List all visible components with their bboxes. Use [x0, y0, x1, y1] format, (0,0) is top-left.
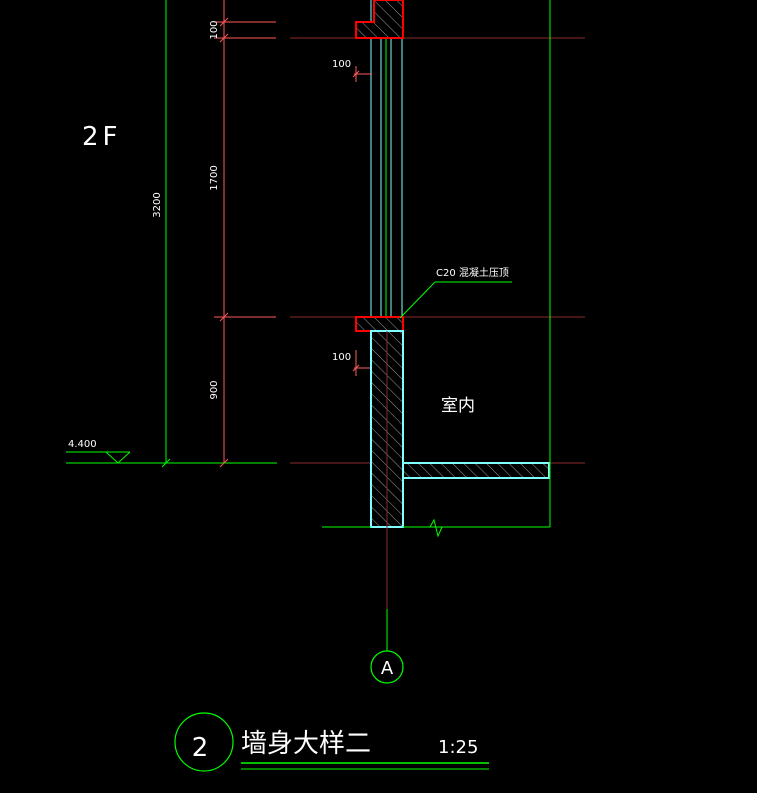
dimension-chain: 100 1700 900	[209, 0, 276, 468]
title-block: 2 墙身大样二 1:25	[174, 712, 489, 772]
floor-label: 2F	[82, 122, 122, 152]
top-concrete-lintel	[355, 0, 404, 39]
offset-upper-label: 100	[332, 59, 351, 70]
dim-100-top-label: 100	[209, 20, 220, 39]
dimension-total: 3200	[152, 0, 171, 468]
reference-lines	[290, 37, 585, 464]
axis-label: A	[381, 658, 394, 679]
offset-dims: 100 100	[332, 59, 372, 376]
axis-marker: A	[370, 331, 404, 684]
title-number: 2	[192, 733, 209, 763]
break-line	[429, 518, 443, 538]
title-scale: 1:25	[438, 737, 478, 758]
floor-slab	[402, 462, 550, 479]
elevation-marker: 4.400	[66, 439, 131, 464]
dim-900-label: 900	[209, 380, 220, 399]
offset-lower-label: 100	[332, 352, 351, 363]
dim-3200-label: 3200	[152, 192, 163, 217]
concrete-coping	[355, 316, 404, 332]
elevation-label: 4.400	[68, 439, 97, 450]
coping-callout: C20 混凝土压顶	[399, 266, 512, 319]
title-text: 墙身大样二	[241, 729, 371, 759]
callout-label: C20 混凝土压顶	[436, 266, 509, 279]
window-frame-lines	[370, 0, 403, 317]
room-label: 室内	[441, 396, 475, 416]
dim-1700-label: 1700	[209, 165, 220, 190]
